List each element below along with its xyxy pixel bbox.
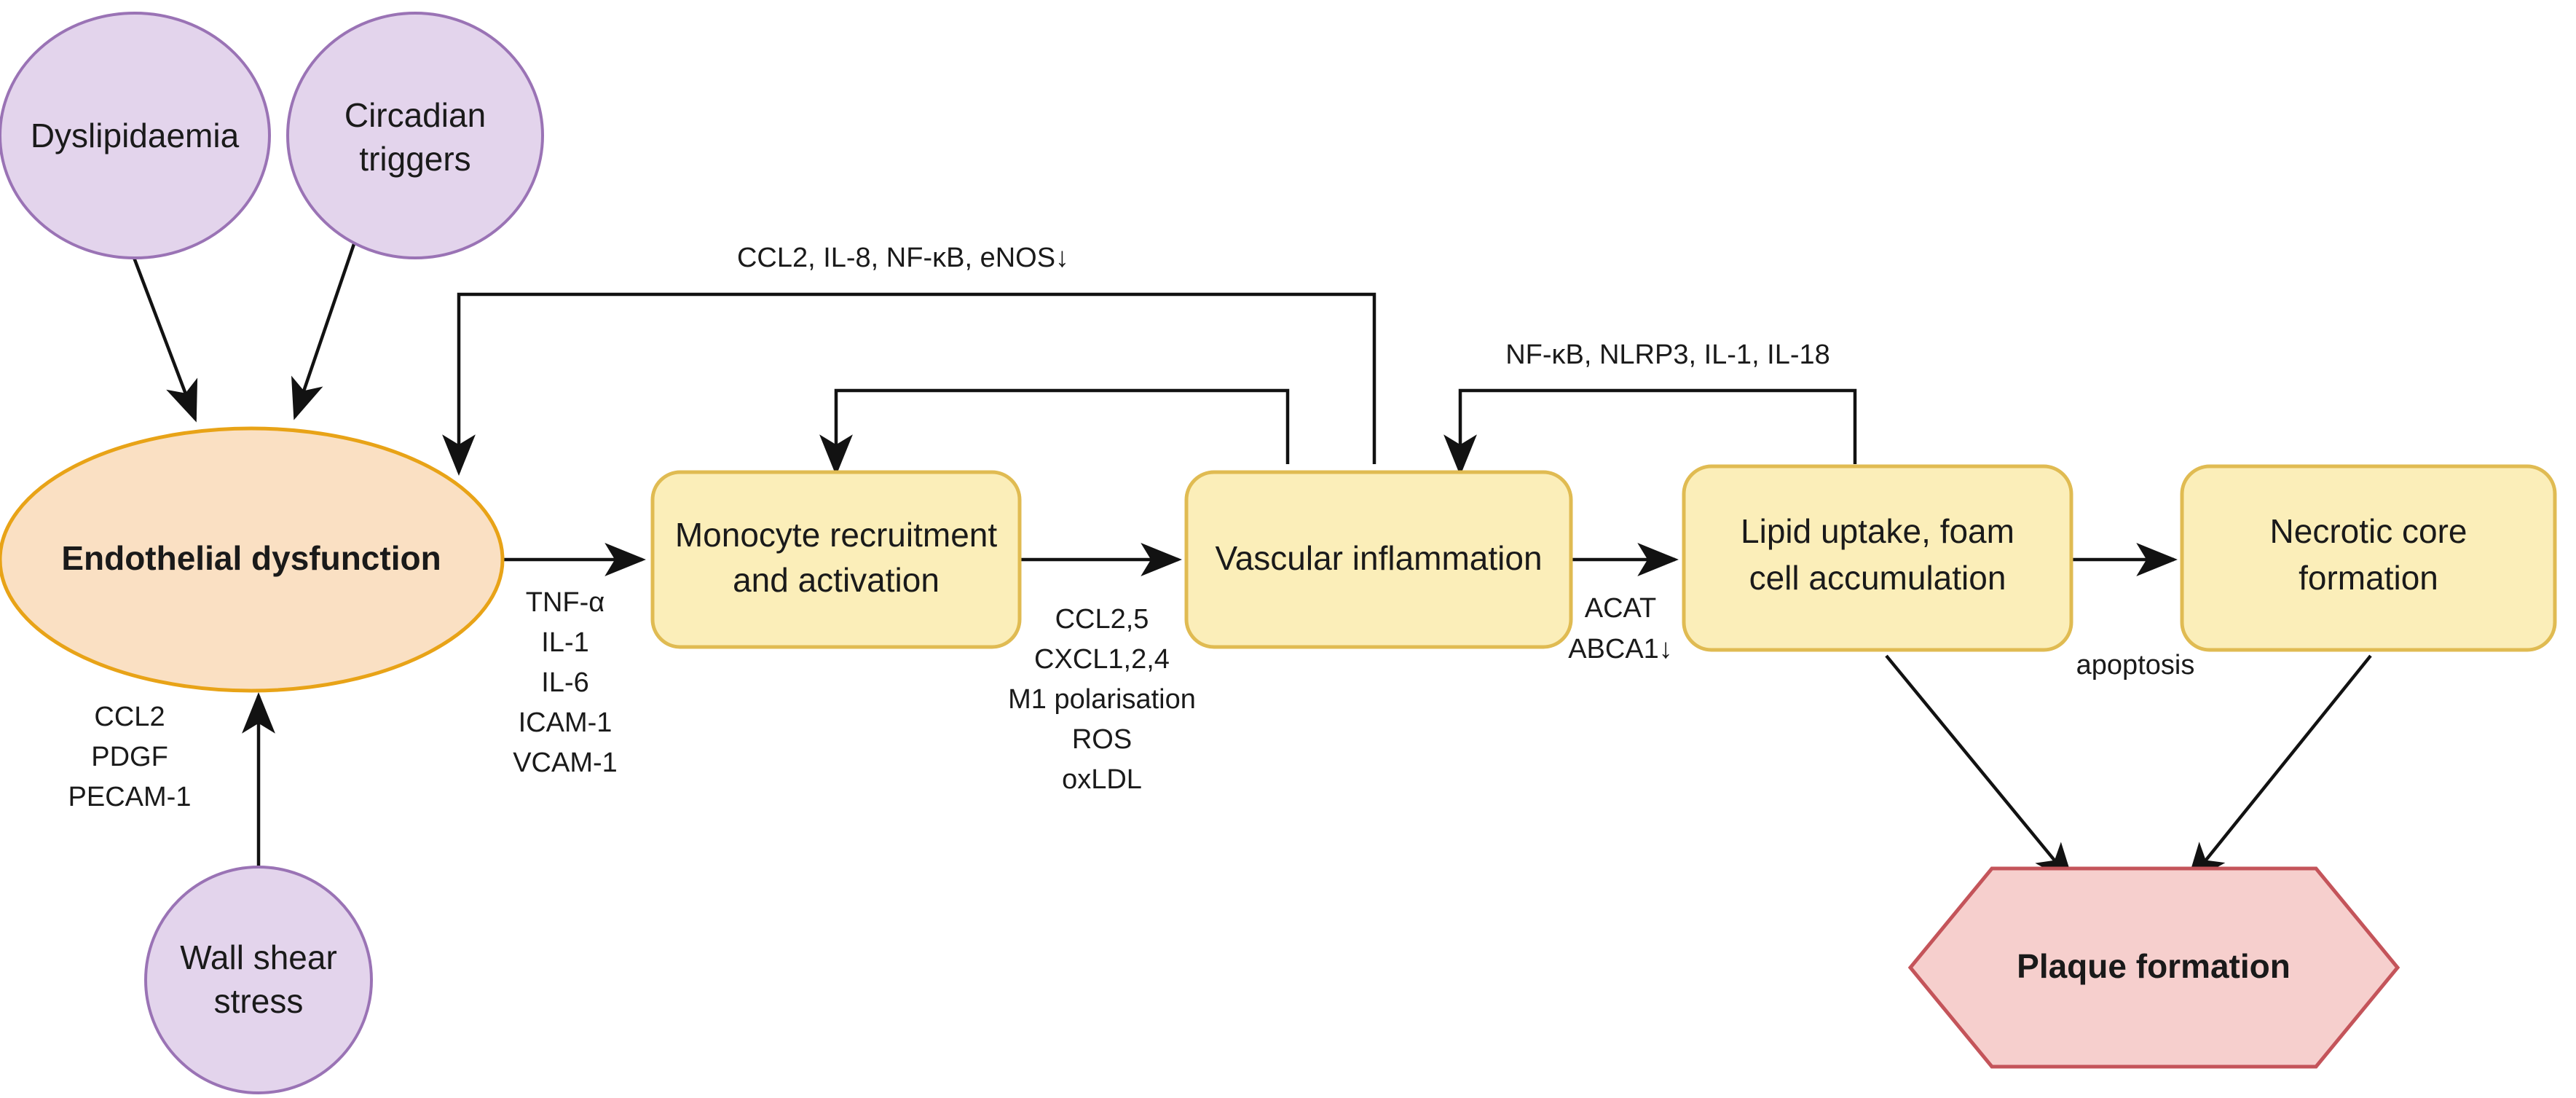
node-plaque-formation[interactable]: Plaque formation xyxy=(1907,866,2400,1069)
edge-label-feedback-top: CCL2, IL-8, NF-κB, eNOS↓ xyxy=(737,243,1069,273)
edge-label-feedback-right: NF-κB, NLRP3, IL-1, IL-18 xyxy=(1505,340,1830,370)
edge-label-wall-shear-to-endothelial: CCL2 PDGF PECAM-1 xyxy=(68,702,192,812)
label-ccl2: CCL2 xyxy=(94,702,165,732)
label-acat: ACAT xyxy=(1585,593,1657,624)
dyslipidaemia-ellipse xyxy=(0,12,271,259)
node-lipid-uptake[interactable]: Lipid uptake, foam cell accumulation xyxy=(1682,464,2073,652)
edge-label-apoptosis: apoptosis xyxy=(2076,650,2195,681)
label-il-6: IL-6 xyxy=(541,667,588,698)
monocyte-recruitment-box xyxy=(650,470,1022,649)
monocyte-recruitment-label-line2: and activation xyxy=(733,561,940,599)
edge-circadian-to-endothelial xyxy=(291,241,357,420)
label-vcam-1: VCAM-1 xyxy=(513,748,618,778)
edge-vascular-feedback-to-endothelial xyxy=(442,292,1376,476)
circadian-triggers-ellipse xyxy=(286,12,544,259)
wall-shear-stress-label-line1: Wall shear xyxy=(180,938,337,976)
lipid-uptake-label-line1: Lipid uptake, foam xyxy=(1741,512,2014,550)
edge-dyslipidaemia-to-endothelial xyxy=(125,240,198,423)
label-pecam-1: PECAM-1 xyxy=(68,782,192,812)
label-pdgf: PDGF xyxy=(91,742,168,772)
label-icam-1: ICAM-1 xyxy=(519,707,613,738)
edge-lipid-feedback-to-vascular xyxy=(1443,388,1857,476)
label-abca1: ABCA1↓ xyxy=(1568,634,1673,664)
node-dyslipidaemia[interactable]: Dyslipidaemia xyxy=(0,12,271,259)
endothelial-dysfunction-label: Endothelial dysfunction xyxy=(61,539,441,577)
node-necrotic-core[interactable]: Necrotic core formation xyxy=(2180,464,2557,652)
label-ccl2-5: CCL2,5 xyxy=(1055,604,1149,635)
necrotic-core-label-line2: formation xyxy=(2299,559,2438,597)
endothelial-dysfunction-ellipse xyxy=(0,426,505,693)
necrotic-core-box xyxy=(2180,464,2557,652)
edge-necrotic-to-plaque xyxy=(2186,654,2372,885)
label-il-1: IL-1 xyxy=(541,627,588,658)
edge-label-monocyte-to-vascular: CCL2,5 CXCL1,2,4 M1 polarisation ROS oxL… xyxy=(1008,604,1196,795)
circadian-triggers-label-line2: triggers xyxy=(359,140,470,178)
node-monocyte-recruitment[interactable]: Monocyte recruitment and activation xyxy=(650,470,1022,649)
label-oxldl: oxLDL xyxy=(1062,764,1142,795)
node-endothelial-dysfunction[interactable]: Endothelial dysfunction xyxy=(0,426,505,693)
circadian-triggers-label-line1: Circadian xyxy=(344,96,486,134)
node-circadian-triggers[interactable]: Circadian triggers xyxy=(286,12,544,259)
edge-vascular-feedback-to-monocyte xyxy=(819,388,1290,476)
edge-label-endothelial-to-monocyte: TNF-α IL-1 IL-6 ICAM-1 VCAM-1 xyxy=(513,587,618,778)
plaque-formation-label: Plaque formation xyxy=(2017,947,2291,985)
lipid-uptake-box xyxy=(1682,464,2073,652)
necrotic-core-label-line1: Necrotic core xyxy=(2270,512,2467,550)
label-cxcl1-2-4: CXCL1,2,4 xyxy=(1034,644,1170,675)
wall-shear-stress-ellipse xyxy=(144,866,373,1094)
label-tnf-alpha: TNF-α xyxy=(526,587,605,618)
lipid-uptake-label-line2: cell accumulation xyxy=(1749,559,2006,597)
edge-lipid-to-plaque xyxy=(1885,654,2075,885)
edge-label-vascular-to-lipid: ACAT ABCA1↓ xyxy=(1568,593,1673,664)
plaque-formation-hexagon xyxy=(1907,866,2400,1069)
monocyte-recruitment-label-line1: Monocyte recruitment xyxy=(675,516,997,554)
vascular-inflammation-label: Vascular inflammation xyxy=(1215,539,1542,577)
node-wall-shear-stress[interactable]: Wall shear stress xyxy=(144,866,373,1094)
wall-shear-stress-label-line2: stress xyxy=(214,982,304,1020)
label-ros: ROS xyxy=(1072,724,1132,755)
label-m1-polarisation: M1 polarisation xyxy=(1008,684,1196,715)
node-vascular-inflammation[interactable]: Vascular inflammation xyxy=(1184,470,1573,649)
dyslipidaemia-label: Dyslipidaemia xyxy=(31,117,240,154)
vascular-inflammation-box xyxy=(1184,470,1573,649)
